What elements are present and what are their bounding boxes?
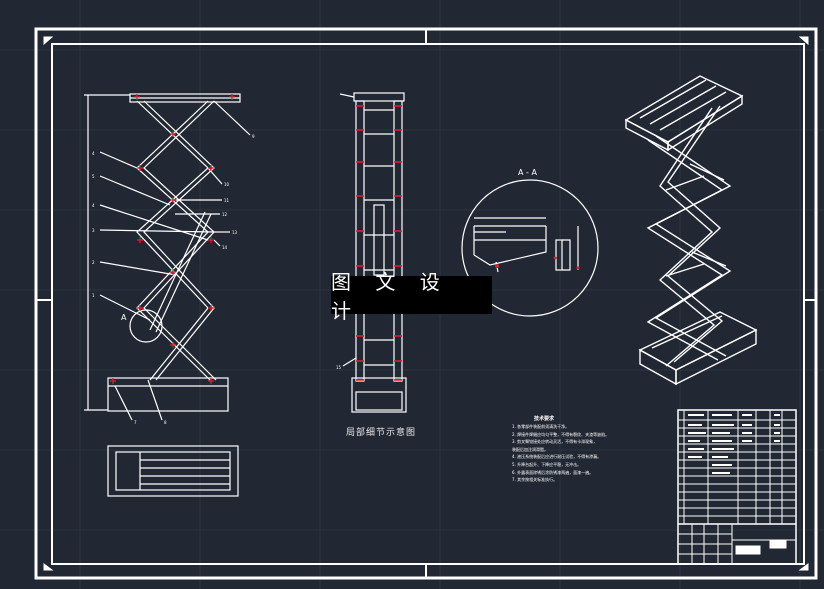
tech-note-line: 6. 外露表面除锈后涂防锈漆两遍，面漆一遍。 [512, 469, 594, 475]
tech-note-line: 5. 升降台起升、下降应平稳，无冲击。 [512, 461, 582, 467]
tech-note-line: 1. 各零部件装配前须清洗干净。 [512, 424, 570, 429]
part-label: 2 [92, 260, 95, 265]
front-view-hinges [110, 94, 235, 384]
part-label: 4 [92, 203, 95, 208]
part-label: 8 [164, 420, 167, 425]
tech-notes-title: 技术要求 [534, 416, 555, 422]
part-label: 15 [336, 365, 342, 370]
section-view-label: A - A [518, 168, 537, 177]
front-view [84, 93, 251, 421]
title-block-fills [688, 414, 780, 474]
section-a-a-marks [495, 256, 580, 270]
tech-note-line: 2. 焊接件焊缝应均匀平整，不得有裂纹、夹渣等缺陷。 [512, 431, 610, 437]
part-label: 11 [224, 198, 230, 203]
section-a-a [461, 179, 599, 317]
part-label: 9 [252, 134, 255, 139]
part-label: 7 [134, 420, 137, 425]
part-label: 4 [92, 151, 95, 156]
part-label: 10 [224, 182, 230, 187]
isometric-view [624, 75, 758, 386]
top-view [107, 445, 239, 497]
tech-note-line: 7. 其余按相关标准执行。 [512, 477, 558, 483]
view-caption: 局部细节示意图 [346, 428, 417, 438]
title-block [677, 409, 797, 565]
tech-note-line: 4. 液压系统装配后应进行耐压试验，不得有渗漏。 [512, 454, 602, 460]
part-label: 5 [92, 174, 95, 179]
tech-note-line: 装配后加注润滑脂。 [512, 446, 548, 452]
part-label: 12 [222, 212, 228, 217]
part-label: 14 [222, 245, 228, 250]
side-view [339, 92, 407, 413]
part-label: 1 [92, 293, 95, 298]
part-label: 13 [232, 230, 238, 235]
side-view-hinges [356, 105, 402, 381]
detail-callout-label: A [121, 313, 127, 322]
tech-note-line: 3. 剪叉臂铰接处应转动灵活，不得有卡滞现象， [512, 439, 598, 445]
drawing-frame [34, 27, 818, 580]
part-label: 3 [92, 228, 95, 233]
tech-notes: 1. 各零部件装配前须清洗干净。 2. 焊接件焊缝应均匀平整，不得有裂纹、夹渣等… [512, 423, 662, 484]
watermark-banner: 图 文 设 计 [331, 270, 492, 323]
part-labels: 4 5 4 3 2 1 9 10 11 12 13 14 7 8 15 [92, 134, 342, 425]
